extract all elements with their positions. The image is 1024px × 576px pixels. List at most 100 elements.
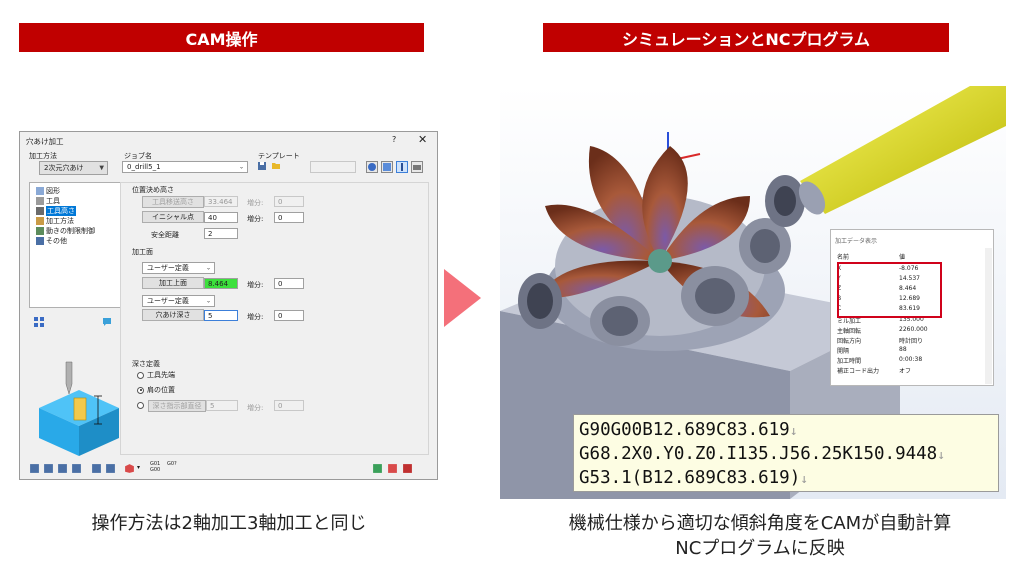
top-surface-button[interactable]: 加工上面 (142, 277, 204, 289)
view-icon (383, 163, 391, 171)
save-as-icon[interactable] (43, 463, 54, 474)
comment-icon[interactable] (102, 317, 112, 327)
template-field (310, 161, 356, 173)
tool-move-height-field[interactable]: 33.464 (204, 196, 238, 207)
row-value: 0:00:38 (899, 356, 923, 363)
close-button[interactable]: ✕ (418, 133, 428, 146)
hole-illustration-icon (39, 361, 119, 456)
drilling-dialog: 穴あけ加工 ? ✕ 加工方法 2次元穴あけ ▼ ジョブ名 0_drill5_1 … (19, 131, 438, 480)
chevron-down-icon: ▼ (99, 164, 104, 172)
radio-shoulder[interactable]: 肩の位置 (137, 385, 175, 395)
template-label: テンプレート (258, 152, 300, 160)
data-header-row: 名前 値 (837, 252, 987, 261)
table-row: 回転方向 時計回り (837, 336, 987, 345)
top-surface-field[interactable]: 8.464 (204, 278, 238, 289)
folder-open-icon[interactable] (271, 160, 281, 170)
tree-label: 工具高さ (46, 206, 76, 216)
row-value: 135.000 (899, 316, 924, 323)
increment-label: 増分: (247, 199, 264, 207)
method-select[interactable]: 2次元穴あけ ▼ (39, 161, 108, 175)
tree-item-shape[interactable]: 図形 (36, 186, 60, 196)
info-icon (368, 163, 376, 171)
save-icon[interactable] (257, 161, 267, 171)
job-select[interactable]: 0_drill5_1 ⌄ (122, 161, 248, 173)
increment-field-5[interactable]: 0 (274, 400, 304, 411)
tree-item-motion[interactable]: 動きの制限制御 (36, 226, 95, 236)
info-button[interactable] (366, 161, 378, 173)
copy-icon[interactable] (57, 463, 68, 474)
chevron-down-icon: ⌄ (238, 163, 244, 171)
save-icon[interactable] (29, 463, 40, 474)
view-button[interactable] (381, 161, 393, 173)
top-definition-select[interactable]: ユーザー定義 ⌄ (142, 262, 215, 274)
row-value: 83.619 (899, 305, 920, 312)
row-name: 回転方向 (837, 338, 862, 345)
shape-icon (36, 187, 44, 195)
right-caption-line2: NCプログラムに反映 (675, 538, 845, 559)
initial-point-field[interactable]: 40 (204, 212, 238, 223)
radio-tool-tip[interactable]: 工具先端 (137, 370, 175, 380)
tree-item-tool-height[interactable]: 工具高さ (36, 206, 76, 216)
g0x-button[interactable]: G0? (167, 461, 177, 467)
increment-field-4[interactable]: 0 (274, 310, 304, 321)
g00-button[interactable]: G00 (150, 467, 161, 473)
depth-definition-select[interactable]: ユーザー定義 ⌄ (142, 295, 215, 307)
row-name: Z (837, 285, 842, 292)
select-value: ユーザー定義 (147, 264, 189, 272)
radio-depth-diameter[interactable] (137, 402, 144, 409)
depth-diameter-field[interactable]: 5 (206, 400, 238, 411)
table-row: 加工時間 0:00:38 (837, 356, 987, 365)
nc-line: G53.1(B12.689C83.619)↓ (579, 467, 998, 491)
nc-line: G90G00B12.689C83.619↓ (579, 419, 998, 443)
drill-depth-field[interactable]: 5 (204, 310, 238, 321)
safe-distance-label: 安全距離 (151, 231, 179, 239)
simulate-icon[interactable] (387, 463, 398, 474)
nc-program-box: G90G00B12.689C83.619↓ G68.2X0.Y0.Z0.I135… (573, 414, 999, 492)
cube-icon[interactable] (124, 463, 135, 474)
g01-button[interactable]: G01 (150, 461, 161, 467)
row-value: 14.537 (899, 275, 920, 282)
row-value: 時計回り (899, 338, 924, 345)
chevron-down-icon: ⌄ (205, 264, 211, 272)
grid-icon[interactable] (33, 316, 45, 328)
exit-icon[interactable] (402, 463, 413, 474)
drill-depth-button[interactable]: 穴あけ深さ (142, 309, 204, 321)
data-window-scrollbar[interactable] (985, 248, 992, 384)
tree-label: 加工方法 (46, 217, 74, 225)
table-icon[interactable] (91, 463, 102, 474)
tool-view-button[interactable] (396, 161, 408, 173)
settings-tree: 図形 工具 工具高さ 加工方法 動きの制限制御 その他 (29, 182, 133, 308)
line-return-icon: ↓ (789, 424, 798, 439)
increment-field-3[interactable]: 0 (274, 278, 304, 289)
row-value: 2260.000 (899, 326, 928, 333)
chevron-down-icon[interactable]: ▾ (137, 464, 141, 471)
depth-diameter-button[interactable]: 深さ指示部直径 (148, 400, 206, 412)
simulation-nc-banner: シミュレーションとNCプログラム (543, 23, 949, 52)
paste-icon[interactable] (71, 463, 82, 474)
print-icon (413, 165, 421, 170)
increment-label: 増分: (247, 404, 264, 412)
apply-icon[interactable] (372, 463, 383, 474)
tool-move-height-button[interactable]: 工具移送高さ (142, 196, 204, 208)
list-icon[interactable] (105, 463, 116, 474)
right-caption: 機械仕様から適切な傾斜角度をCAMが自動計算 NCプログラムに反映 (500, 511, 1020, 561)
tree-item-tool[interactable]: 工具 (36, 196, 60, 206)
nc-line: G68.2X0.Y0.Z0.I135.J56.25K150.9448↓ (579, 443, 998, 467)
tool-icon (36, 197, 44, 205)
safe-distance-field[interactable]: 2 (204, 228, 238, 239)
print-button[interactable] (411, 161, 423, 173)
tree-item-method[interactable]: 加工方法 (36, 216, 74, 226)
line-return-icon: ↓ (800, 472, 809, 487)
row-name: 加工時間 (837, 358, 862, 365)
tree-item-other[interactable]: その他 (36, 236, 67, 246)
tree-label: 図形 (46, 187, 60, 195)
tree-label: その他 (46, 237, 67, 245)
initial-point-button[interactable]: イニシャル点 (142, 211, 204, 223)
increment-field-2[interactable]: 0 (274, 212, 304, 223)
row-name: 主軸回転 (837, 328, 862, 335)
help-button[interactable]: ? (392, 135, 397, 144)
increment-field-1[interactable]: 0 (274, 196, 304, 207)
